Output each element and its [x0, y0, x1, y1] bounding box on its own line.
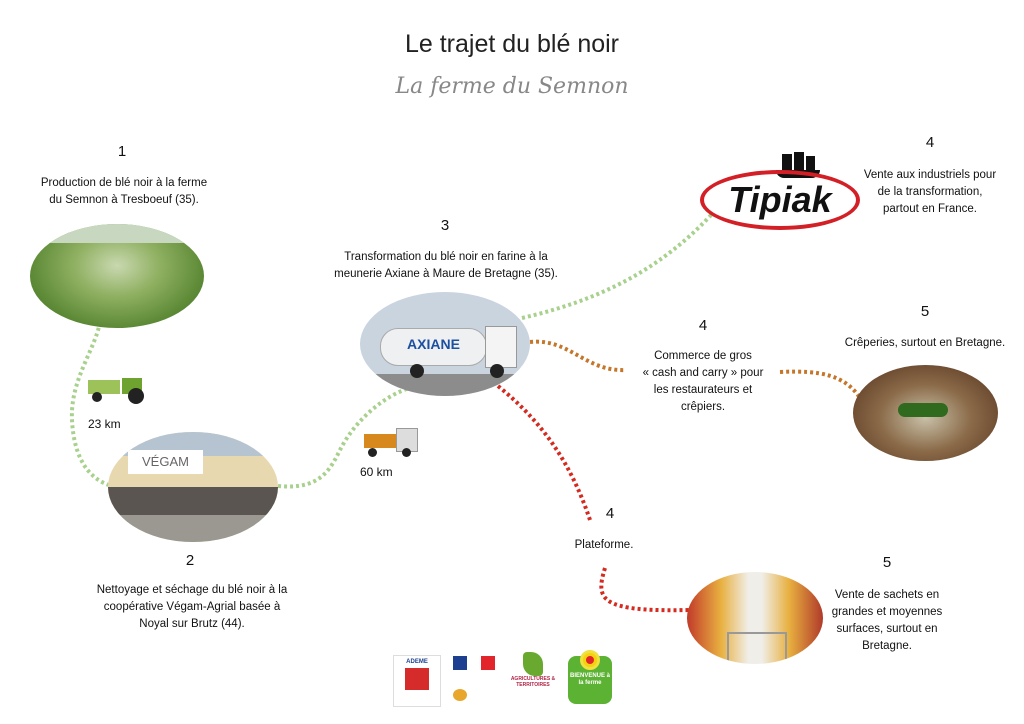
axiane-tank-label: AXIANE	[380, 328, 487, 366]
sky	[30, 224, 204, 243]
text-line: Nettoyage et séchage du blé noir à la	[96, 584, 288, 596]
step-5-creperie-number: 5	[920, 303, 930, 320]
step-4-wholesale-text: Commerce de gros « cash and carry » pour…	[623, 348, 783, 416]
route-axiane-to-platform	[496, 384, 592, 521]
galette-photo	[853, 365, 998, 461]
step-5-creperie-text: Crêperies, surtout en Bretagne.	[825, 335, 1024, 352]
step-4-industry-number: 4	[925, 134, 935, 151]
text-line: Crêperies, surtout en Bretagne.	[844, 337, 1006, 349]
route-wholesale-to-creperie	[779, 369, 862, 400]
step-4-industry-text: Vente aux industriels pour de la transfo…	[840, 167, 1020, 218]
step-3-number: 3	[440, 217, 450, 234]
text-line: les restaurateurs et	[653, 384, 753, 396]
agricultures-logo-text: AGRICULTURES & TERRITOIRES	[510, 676, 556, 688]
text-line: crêpiers.	[680, 401, 726, 413]
text-line: du Semnon à Tresboeuf (35).	[49, 194, 199, 206]
tipiak-logo: Tipiak	[700, 170, 860, 230]
text-line: Transformation du blé noir en farine à l…	[344, 251, 548, 263]
text-line: « cash and carry » pour	[642, 367, 764, 379]
text-line: grandes et moyennes	[831, 606, 943, 618]
text-line: Plateforme.	[574, 539, 634, 551]
step-4-platform-text: Plateforme.	[544, 537, 664, 554]
step-2-text: Nettoyage et séchage du blé noir à la co…	[52, 582, 332, 633]
axiane-truck-photo: AXIANE	[360, 292, 530, 396]
vegam-sign: VÉGAM	[128, 450, 203, 474]
text-line: Vente de sachets en	[834, 589, 940, 601]
page-subtitle: La ferme du Semnon	[395, 74, 629, 99]
step-4-platform-number: 4	[605, 505, 615, 522]
route-axiane-to-tipiak	[521, 212, 714, 320]
text-line: Noyal sur Brutz (44).	[139, 618, 245, 630]
text-line: Production de blé noir à la ferme	[40, 177, 208, 189]
distance-label-23km: 23 km	[88, 417, 121, 431]
text-line: surfaces, surtout en	[836, 623, 938, 635]
route-axiane-to-wholesale	[529, 339, 627, 373]
text-line: Commerce de gros	[654, 350, 752, 362]
bienvenue-logo-text: BIENVENUE à la ferme	[569, 673, 610, 686]
step-1-text: Production de blé noir à la ferme du Sem…	[0, 175, 248, 209]
ademe-logo-text: ADEME	[406, 659, 428, 665]
truck-icon	[364, 428, 418, 458]
step-5-supermarket-text: Vente de sachets en grandes et moyennes …	[817, 587, 957, 655]
step-4-wholesale-number: 4	[698, 317, 708, 334]
text-line: coopérative Végam-Agrial basée à	[103, 601, 281, 613]
tractor-icon	[88, 378, 150, 404]
ademe-logo: ADEME	[393, 655, 441, 707]
page-title: Le trajet du blé noir	[404, 30, 620, 58]
step-1-number: 1	[117, 143, 127, 160]
bienvenue-ferme-logo: BIENVENUE à la ferme	[568, 650, 612, 704]
text-line: Vente aux industriels pour	[863, 169, 997, 181]
buckwheat-field-photo	[30, 224, 204, 328]
step-2-number: 2	[185, 552, 195, 569]
supermarket-photo	[687, 572, 823, 664]
text-line: de la transformation,	[877, 186, 983, 198]
distance-label-60km: 60 km	[360, 465, 393, 479]
route-field-to-vegam	[69, 321, 113, 488]
text-line: Bretagne.	[862, 640, 912, 652]
vegam-cooperative-photo: VÉGAM	[108, 432, 278, 542]
republique-francaise-logo	[453, 656, 497, 702]
step-5-supermarket-number: 5	[882, 554, 892, 571]
agricultures-territoires-logo: AGRICULTURES & TERRITOIRES	[508, 652, 558, 706]
route-vegam-to-axiane	[277, 386, 411, 489]
route-platform-to-supermarket	[599, 567, 691, 613]
text-line: partout en France.	[883, 203, 977, 215]
text-line: meunerie Axiane à Maure de Bretagne (35)…	[334, 268, 558, 280]
step-3-text: Transformation du blé noir en farine à l…	[306, 249, 586, 283]
